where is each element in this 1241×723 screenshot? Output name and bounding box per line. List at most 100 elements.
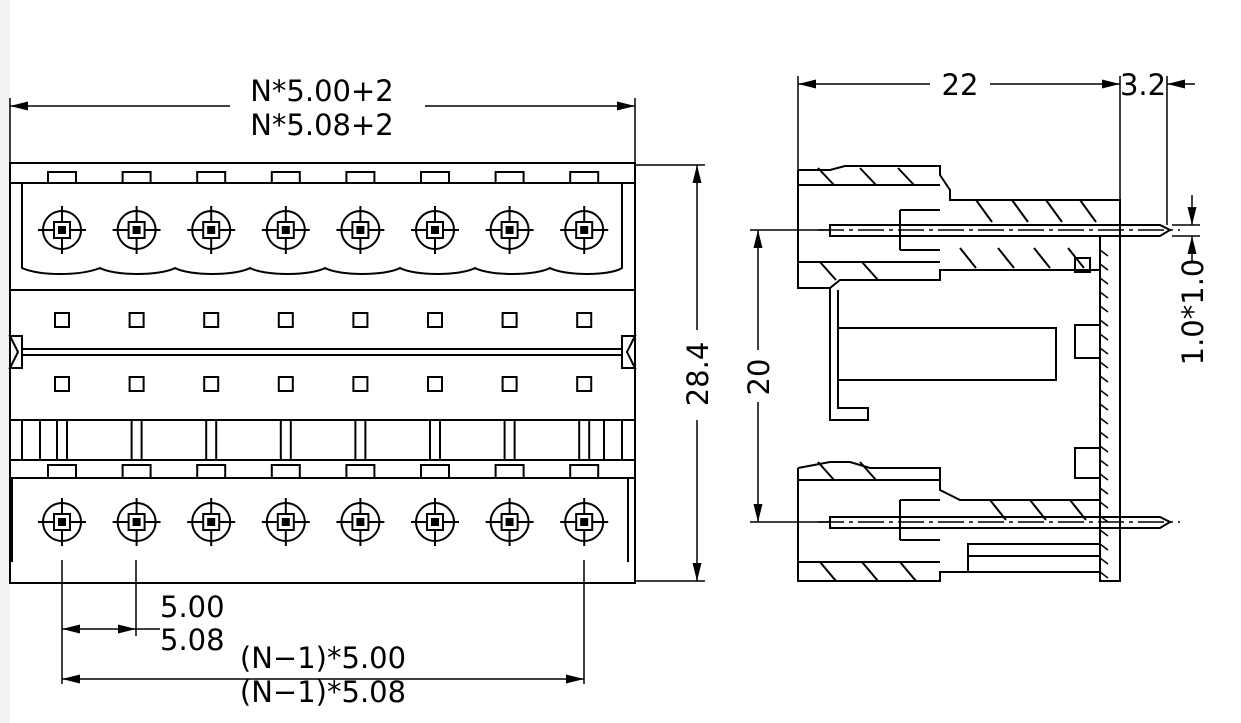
rail-tick (1099, 347, 1109, 355)
dim-pin-section-label: 1.0*1.0 (1176, 259, 1210, 366)
top-tab (196, 171, 227, 184)
dim-span-label-a: (N−1)*5.00 (240, 641, 406, 675)
header-pin-square (427, 376, 443, 392)
header-pin-square (277, 312, 294, 328)
top-tab (47, 171, 77, 184)
rail-tick (1099, 403, 1109, 411)
side-bottom-pin (829, 516, 1173, 529)
latch-right (621, 335, 637, 369)
rail-tick (1099, 291, 1109, 299)
rail-tick (1099, 473, 1109, 481)
bottom-tab (494, 464, 525, 479)
header-pin-square (352, 312, 369, 328)
bottom-screw (560, 498, 609, 546)
top-screw (112, 206, 161, 254)
front-view: N*5.00+2 N*5.08+2 28.4 5.00 5.08 (8, 74, 715, 709)
top-screw (187, 206, 236, 254)
dim-pin-ext-label: 3.2 (1120, 68, 1166, 102)
top-tab (345, 171, 376, 184)
top-screw (485, 206, 534, 254)
rail-tick (1099, 249, 1109, 257)
top-tab (569, 171, 600, 184)
rail-tick (1099, 417, 1109, 425)
header-pin-square (128, 312, 145, 328)
header-pin-square (203, 312, 220, 328)
rail-tick (1099, 277, 1109, 285)
side-top-plug-outline (798, 165, 1121, 236)
top-screw (411, 206, 459, 254)
bottom-tab (420, 464, 450, 479)
rail-tick (1099, 375, 1109, 383)
header-pin-square (352, 376, 369, 392)
rail-tick (1099, 431, 1109, 439)
bottom-screw (336, 498, 385, 546)
latch-left (8, 335, 23, 369)
bottom-tab (121, 464, 152, 479)
rail-tick (1099, 333, 1109, 341)
dim-pitch-label-a: 5.00 (160, 590, 225, 624)
bottom-screw (411, 498, 459, 546)
header-pin-square (203, 376, 220, 392)
header-pin-square (501, 376, 518, 392)
dim-pitch-label-b: 5.08 (160, 623, 225, 657)
bottom-tab (345, 464, 376, 479)
top-screw (560, 206, 609, 254)
dim-pitch: 5.00 5.08 (61, 560, 225, 684)
top-tab (121, 171, 152, 184)
bottom-tab (569, 464, 600, 479)
rail-tick (1099, 445, 1109, 453)
dim-height-label: 28.4 (681, 342, 715, 407)
side-view: 22 3.2 1.0*1.0 20 (742, 68, 1210, 582)
rail-tick (1099, 557, 1109, 565)
side-header-rail (1099, 235, 1121, 582)
bottom-screw (261, 498, 310, 546)
dim-width-label-a: N*5.00+2 (250, 74, 394, 108)
header-pin-square (576, 376, 593, 392)
header-leg-end (21, 419, 41, 461)
header-pin-square (576, 312, 593, 328)
bottom-screw (485, 498, 534, 546)
bottom-tab (196, 464, 227, 479)
top-plug (10, 171, 635, 275)
rail-tick (1099, 529, 1109, 537)
left-margin-strip (0, 0, 10, 723)
dim-depth-label: 22 (942, 68, 979, 102)
rail-tick (1099, 487, 1109, 495)
bottom-screw (38, 498, 86, 546)
side-top-pin (829, 224, 1173, 237)
dim-depth: 22 3.2 (797, 68, 1195, 225)
rail-tick (1099, 305, 1109, 313)
header-pin-square (54, 376, 70, 392)
bottom-screw (112, 498, 161, 546)
rail-tick (1099, 389, 1109, 397)
header-pin-square (427, 312, 443, 328)
rail-tick (1099, 501, 1109, 509)
bottom-tab (47, 464, 77, 479)
bottom-plug (10, 464, 635, 562)
rail-tick (1099, 361, 1109, 369)
front-view-outline (9, 162, 636, 584)
side-latch-window (837, 327, 1057, 381)
pin-header-body (8, 289, 637, 461)
top-screw (336, 206, 385, 254)
dim-pin-section: 1.0*1.0 (1172, 195, 1210, 365)
dim-pin-row-spacing-label: 20 (742, 359, 776, 396)
dim-span-label-b: (N−1)*5.08 (240, 675, 406, 709)
bottom-screw (187, 498, 236, 546)
top-screw (38, 206, 86, 254)
dim-span: (N−1)*5.00 (N−1)*5.08 (62, 560, 585, 709)
dim-width-label-b: N*5.08+2 (250, 108, 394, 142)
rail-tick (1099, 263, 1109, 271)
header-pin-square (501, 312, 518, 328)
top-tab (270, 171, 301, 184)
top-screw (261, 206, 310, 254)
bottom-tab (270, 464, 301, 479)
dim-pin-row-spacing: 20 (742, 229, 830, 523)
header-pin-square (277, 376, 294, 392)
dim-height: 28.4 (635, 164, 715, 582)
top-tab (494, 171, 525, 184)
rail-tick (1099, 459, 1109, 467)
rail-tick (1099, 571, 1109, 579)
